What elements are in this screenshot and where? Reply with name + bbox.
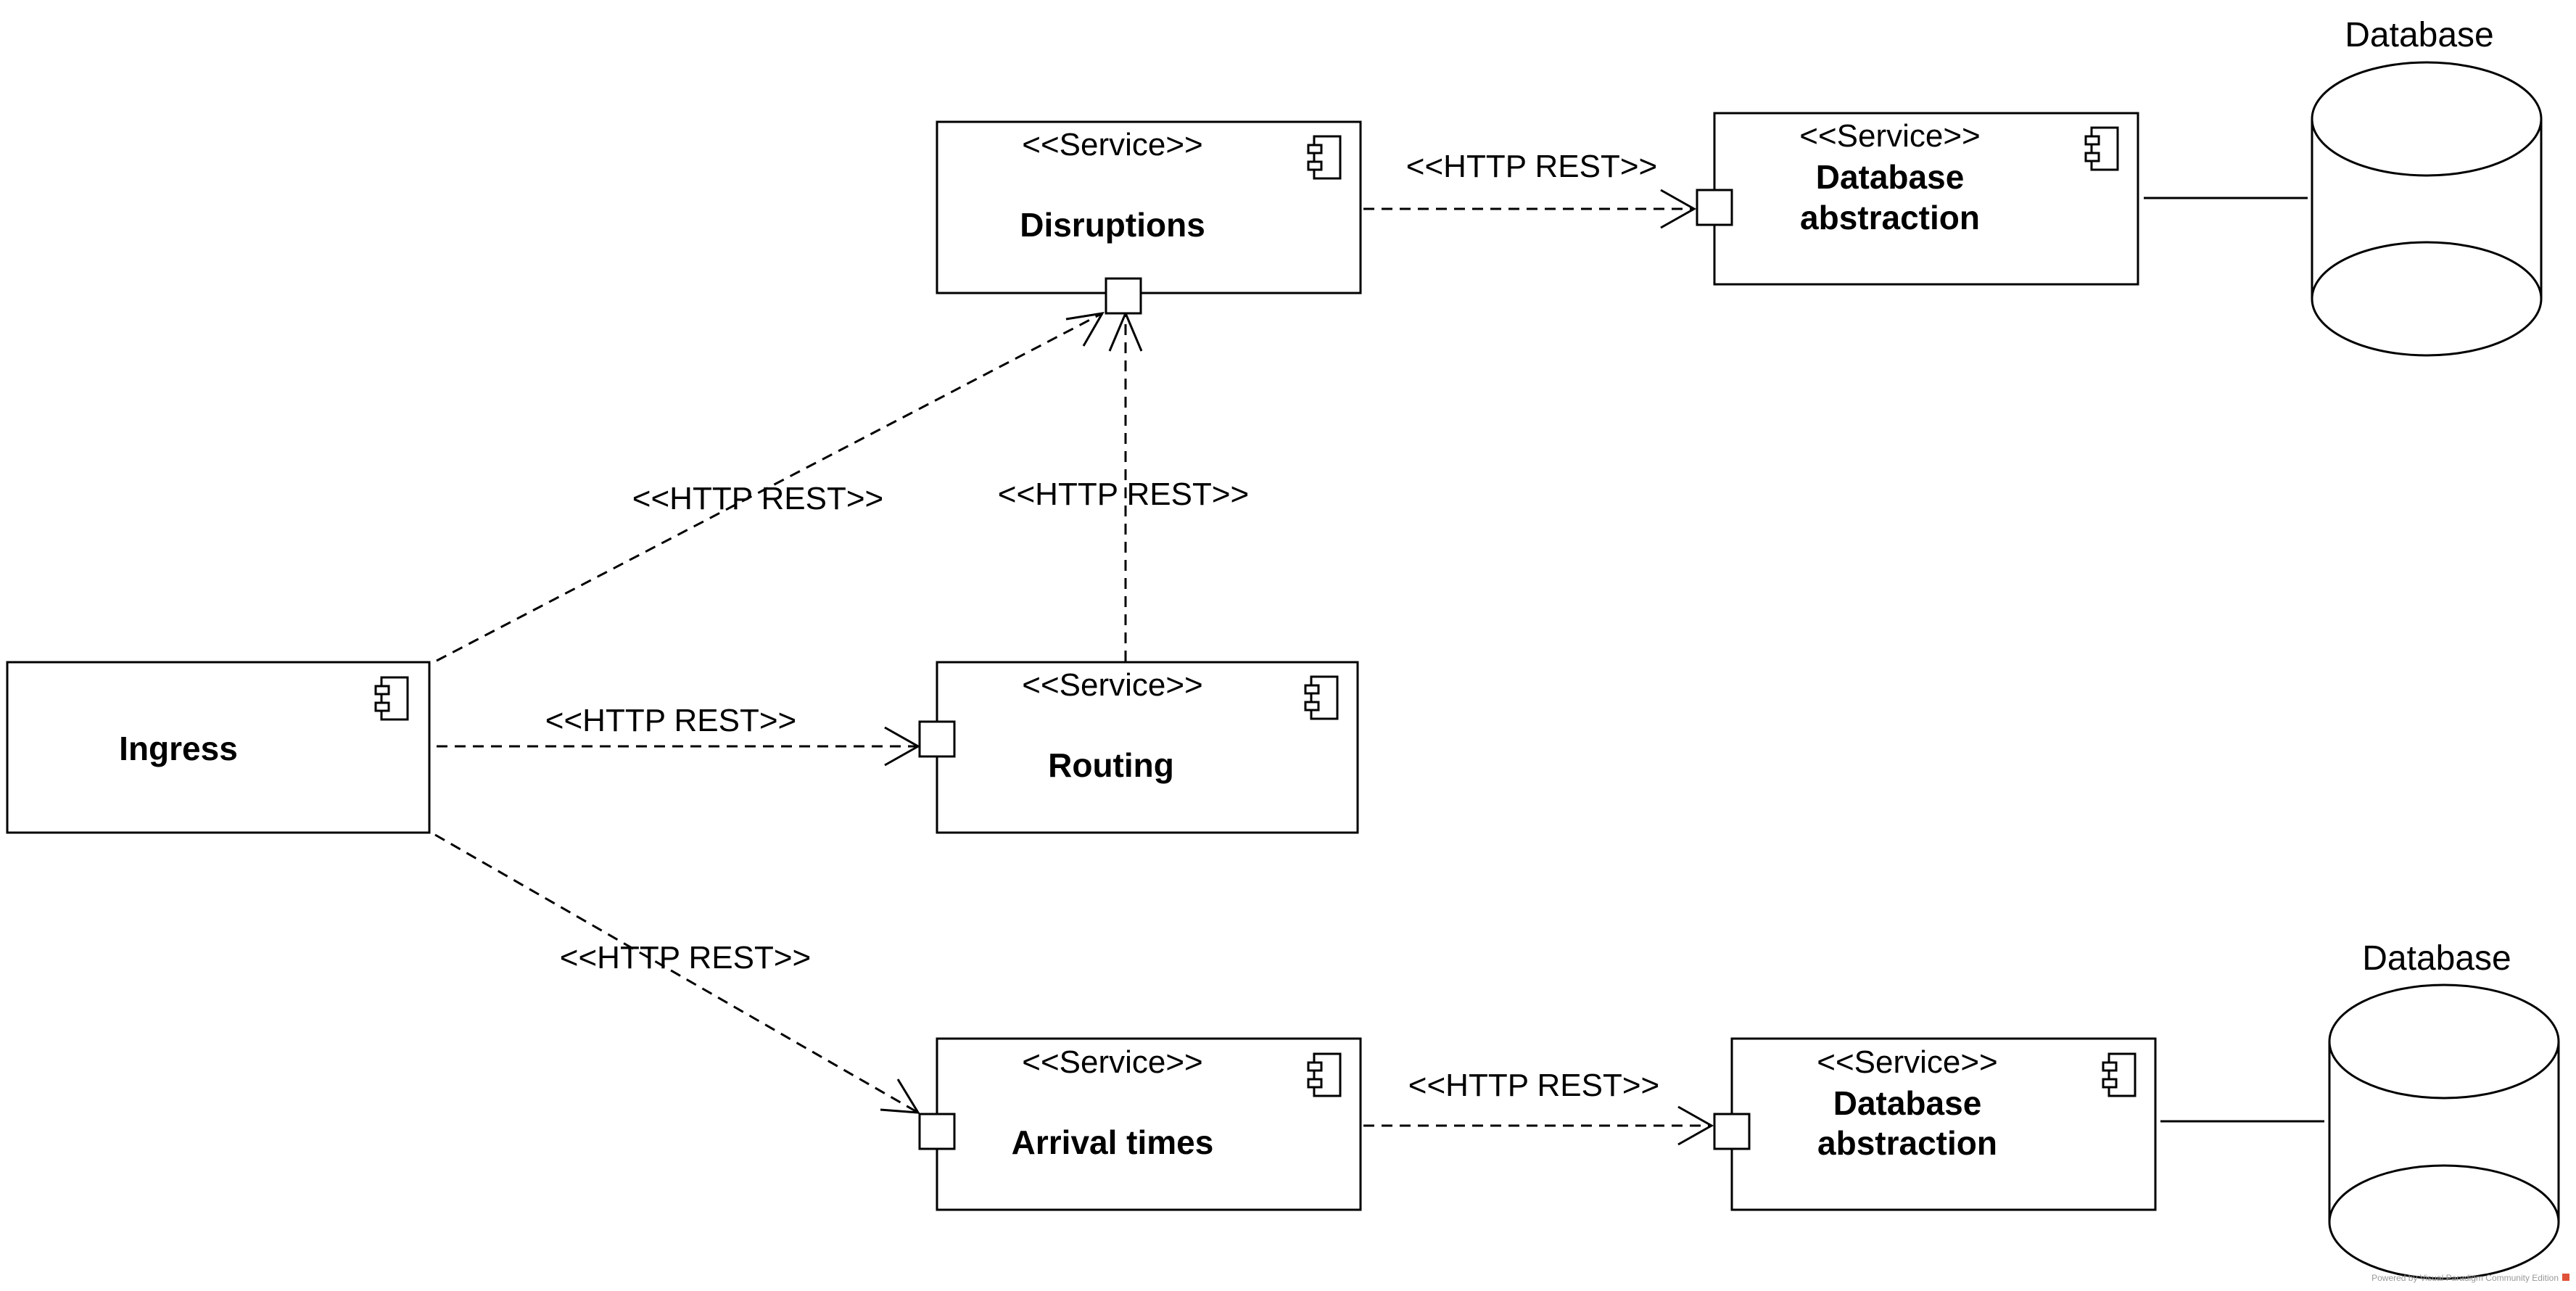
- edge-label: <<HTTP REST>>: [998, 477, 1249, 512]
- port[interactable]: [918, 1113, 956, 1150]
- component-icon: [2102, 1052, 2137, 1097]
- component-icon: [1307, 135, 1342, 180]
- component-name-line1: Database: [1833, 1084, 1982, 1122]
- component-ingress[interactable]: Ingress: [6, 661, 431, 834]
- footer-watermark: Powered by Visual Paradigm Community Edi…: [2371, 1273, 2559, 1283]
- edge-arrival-to-dbabstraction: <<HTTP REST>>: [1363, 1068, 1714, 1146]
- edge-ingress-to-routing: <<HTTP REST>>: [437, 703, 921, 767]
- database-cylinder-body: [2311, 119, 2543, 357]
- component-icon: [2084, 126, 2119, 171]
- component-name: Routing: [1048, 746, 1174, 784]
- edge-label: <<HTTP REST>>: [545, 703, 796, 738]
- database-cylinder-top: [2328, 983, 2560, 1100]
- port[interactable]: [1696, 189, 1733, 226]
- edge-label: <<HTTP REST>>: [632, 481, 883, 516]
- edge-label: <<HTTP REST>>: [560, 940, 811, 976]
- port[interactable]: [1105, 277, 1142, 315]
- database-label: Database: [2362, 939, 2511, 978]
- stereotype-label: <<Service>>: [1799, 118, 1981, 154]
- component-icon: [1304, 675, 1339, 720]
- component-name-line2: abstraction: [1817, 1124, 1997, 1162]
- database-bottom[interactable]: Database: [2328, 939, 2560, 1280]
- component-database-abstraction-top[interactable]: <<Service>> Database abstraction: [1696, 112, 2139, 286]
- component-name-line1: Database: [1816, 158, 1965, 196]
- brand-logo-icon: [2562, 1274, 2569, 1281]
- edge-disruptions-to-dbabstraction: <<HTTP REST>>: [1363, 149, 1697, 229]
- component-database-abstraction-bottom[interactable]: <<Service>> Database abstraction: [1713, 1037, 2157, 1211]
- edge-ingress-to-arrival: <<HTTP REST>>: [434, 833, 920, 1114]
- component-name-line2: abstraction: [1800, 199, 1980, 236]
- database-top[interactable]: Database: [2311, 16, 2543, 357]
- component-name: Arrival times: [1012, 1123, 1214, 1161]
- component-routing[interactable]: <<Service>> Routing: [918, 661, 1359, 834]
- port[interactable]: [1713, 1113, 1751, 1150]
- edge-label: <<HTTP REST>>: [1406, 149, 1657, 184]
- stereotype-label: <<Service>>: [1022, 127, 1203, 162]
- component-icon: [374, 676, 409, 721]
- stereotype-label: <<Service>>: [1022, 1044, 1203, 1080]
- edge-routing-to-disruptions: <<HTTP REST>>: [998, 310, 1249, 661]
- component-icon: [1307, 1052, 1342, 1097]
- port[interactable]: [918, 720, 956, 758]
- component-name: Ingress: [119, 730, 238, 767]
- database-cylinder-body: [2328, 1042, 2560, 1280]
- component-disruptions[interactable]: <<Service>> Disruptions: [936, 120, 1362, 315]
- component-arrival-times[interactable]: <<Service>> Arrival times: [918, 1037, 1362, 1211]
- component-name: Disruptions: [1020, 206, 1205, 244]
- stereotype-label: <<Service>>: [1817, 1044, 1998, 1080]
- stereotype-label: <<Service>>: [1022, 667, 1203, 703]
- edge-label: <<HTTP REST>>: [1408, 1068, 1659, 1103]
- database-cylinder-band: [2328, 1164, 2560, 1223]
- database-label: Database: [2345, 16, 2493, 54]
- edge-ingress-to-disruptions: <<HTTP REST>>: [436, 312, 1105, 662]
- database-cylinder-band: [2311, 241, 2543, 300]
- database-cylinder-top: [2311, 61, 2543, 177]
